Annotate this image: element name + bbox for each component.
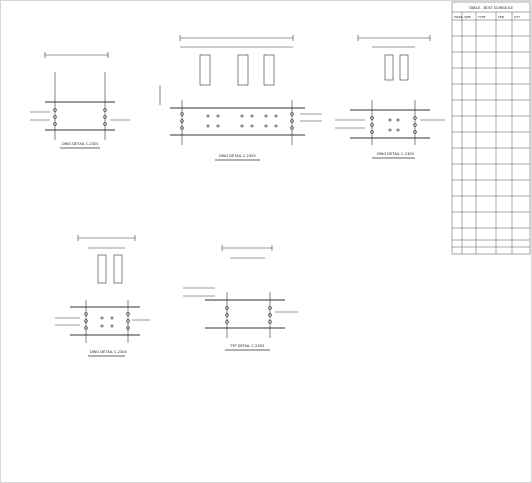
detail-4 bbox=[55, 235, 150, 357]
detail-4-title: DWG DETAIL C-2304 bbox=[90, 350, 128, 354]
schedule-header-type: TYPE bbox=[477, 15, 485, 19]
bolt-schedule-table bbox=[451, 1, 531, 255]
detail-2 bbox=[159, 35, 322, 161]
detail-1 bbox=[30, 52, 130, 149]
detail-5 bbox=[183, 245, 298, 351]
detail-3 bbox=[335, 35, 445, 159]
schedule-title: TABLE - BOLT SCHEDULE bbox=[468, 6, 514, 10]
table-frame bbox=[451, 1, 531, 255]
detail-3-title: DWG DETAIL C-2303 bbox=[377, 152, 414, 156]
schedule-header-len: LEN bbox=[498, 15, 504, 19]
schedule-header-qty: QTY bbox=[514, 15, 520, 19]
schedule-header-size: SIZE bbox=[464, 15, 471, 19]
schedule-header-mark: MARK bbox=[454, 15, 464, 19]
detail-5-title: TYP DETAIL C-2305 bbox=[229, 344, 264, 348]
detail-1-title: DWG DETAIL C-2301 bbox=[62, 142, 99, 146]
detail-2-title: DWG DETAIL C-2302 bbox=[219, 154, 256, 158]
